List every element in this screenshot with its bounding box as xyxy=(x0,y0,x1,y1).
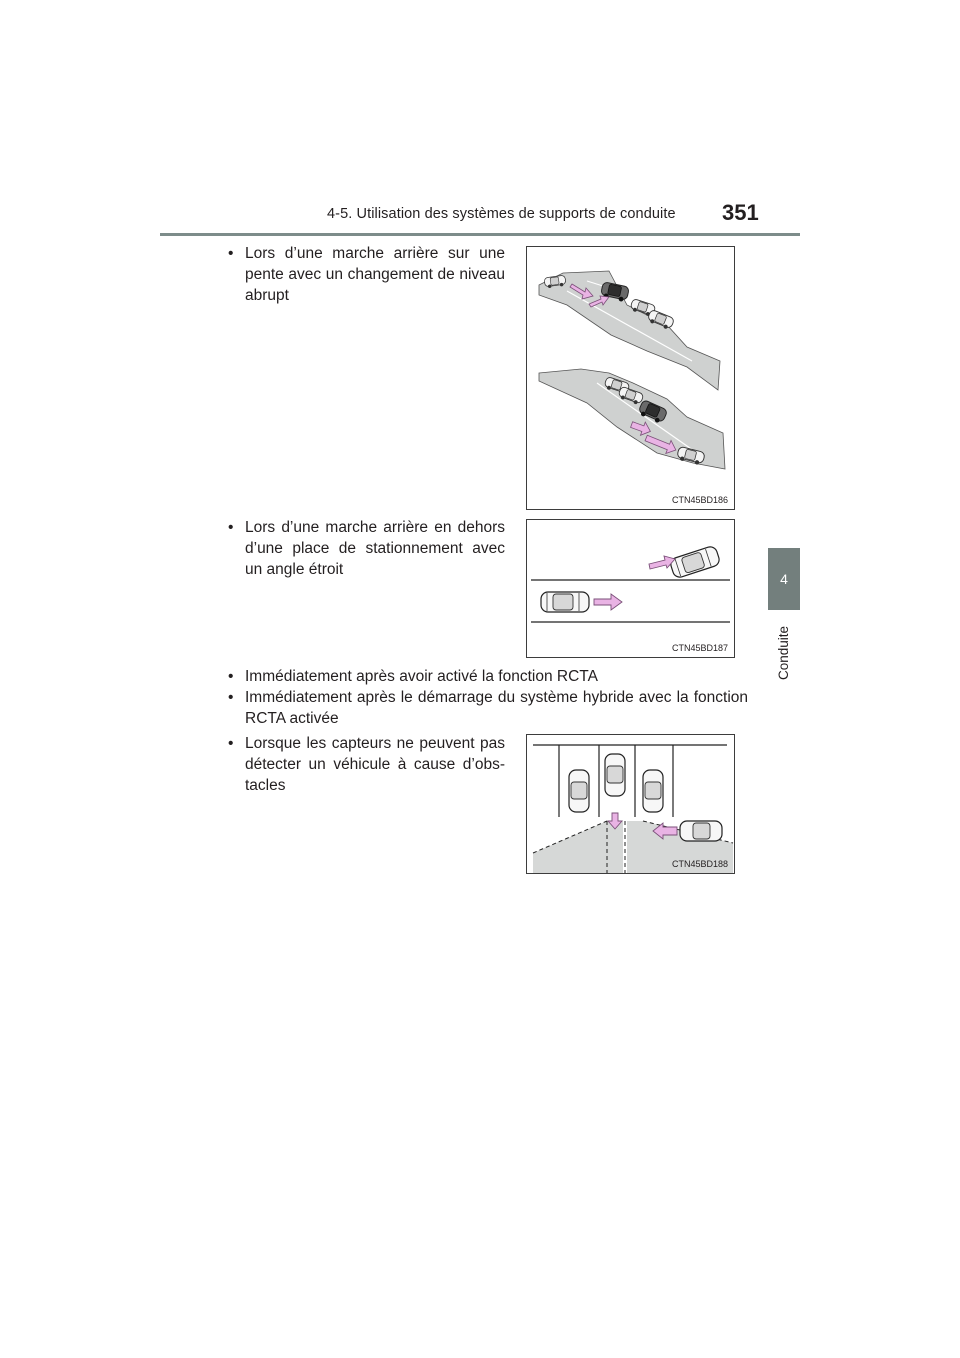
bullet-marker: • xyxy=(228,245,234,262)
angle-parking-illustration xyxy=(531,544,730,623)
bullet-item: • Lorsque les capteurs ne peuvent pas dé… xyxy=(228,733,505,796)
bullet-marker: • xyxy=(228,519,234,536)
bullet-item: • Lors d’une marche arrière sur une pent… xyxy=(228,243,505,306)
obstacles-illustration xyxy=(532,744,734,873)
slope-illustration xyxy=(538,270,726,470)
bullet-item: • Immédiatement après avoir activé la fo… xyxy=(228,666,753,687)
bullet-text: Immédiatement après avoir activé la fonc… xyxy=(245,668,598,685)
header-rule xyxy=(160,233,800,236)
figure-code: CTN45BD188 xyxy=(671,859,728,869)
bullet-text: Lorsque les capteurs ne peuvent pas déte… xyxy=(245,735,505,794)
bullet-marker: • xyxy=(228,668,234,685)
chapter-tab xyxy=(768,548,800,610)
figure-obstacles-illustration: CTN45BD188 xyxy=(526,734,735,874)
bullet-text: Lors d’une marche arrière sur une pente … xyxy=(245,245,505,304)
chapter-number: 4 xyxy=(780,571,788,587)
bullet-text: Lors d’une marche arrière en dehors d’un… xyxy=(245,519,505,578)
bullet-text: Immédiatement après le démarrage du syst… xyxy=(245,689,748,727)
figure-slope-illustration: CTN45BD186 xyxy=(526,246,735,510)
figure-code: CTN45BD186 xyxy=(671,495,728,505)
figure-angle-parking-illustration: CTN45BD187 xyxy=(526,519,735,658)
chapter-label: Conduite xyxy=(776,625,791,680)
bullet-marker: • xyxy=(228,735,234,752)
page-number: 351 xyxy=(722,200,759,225)
bullet-item: • Immédiatement après le démarrage du sy… xyxy=(228,687,748,729)
figure-code: CTN45BD187 xyxy=(671,643,728,653)
bullet-item: • Lors d’une marche arrière en dehors d’… xyxy=(228,517,505,580)
section-title: 4-5. Utilisation des systèmes de support… xyxy=(327,206,676,222)
bullet-marker: • xyxy=(228,689,234,706)
